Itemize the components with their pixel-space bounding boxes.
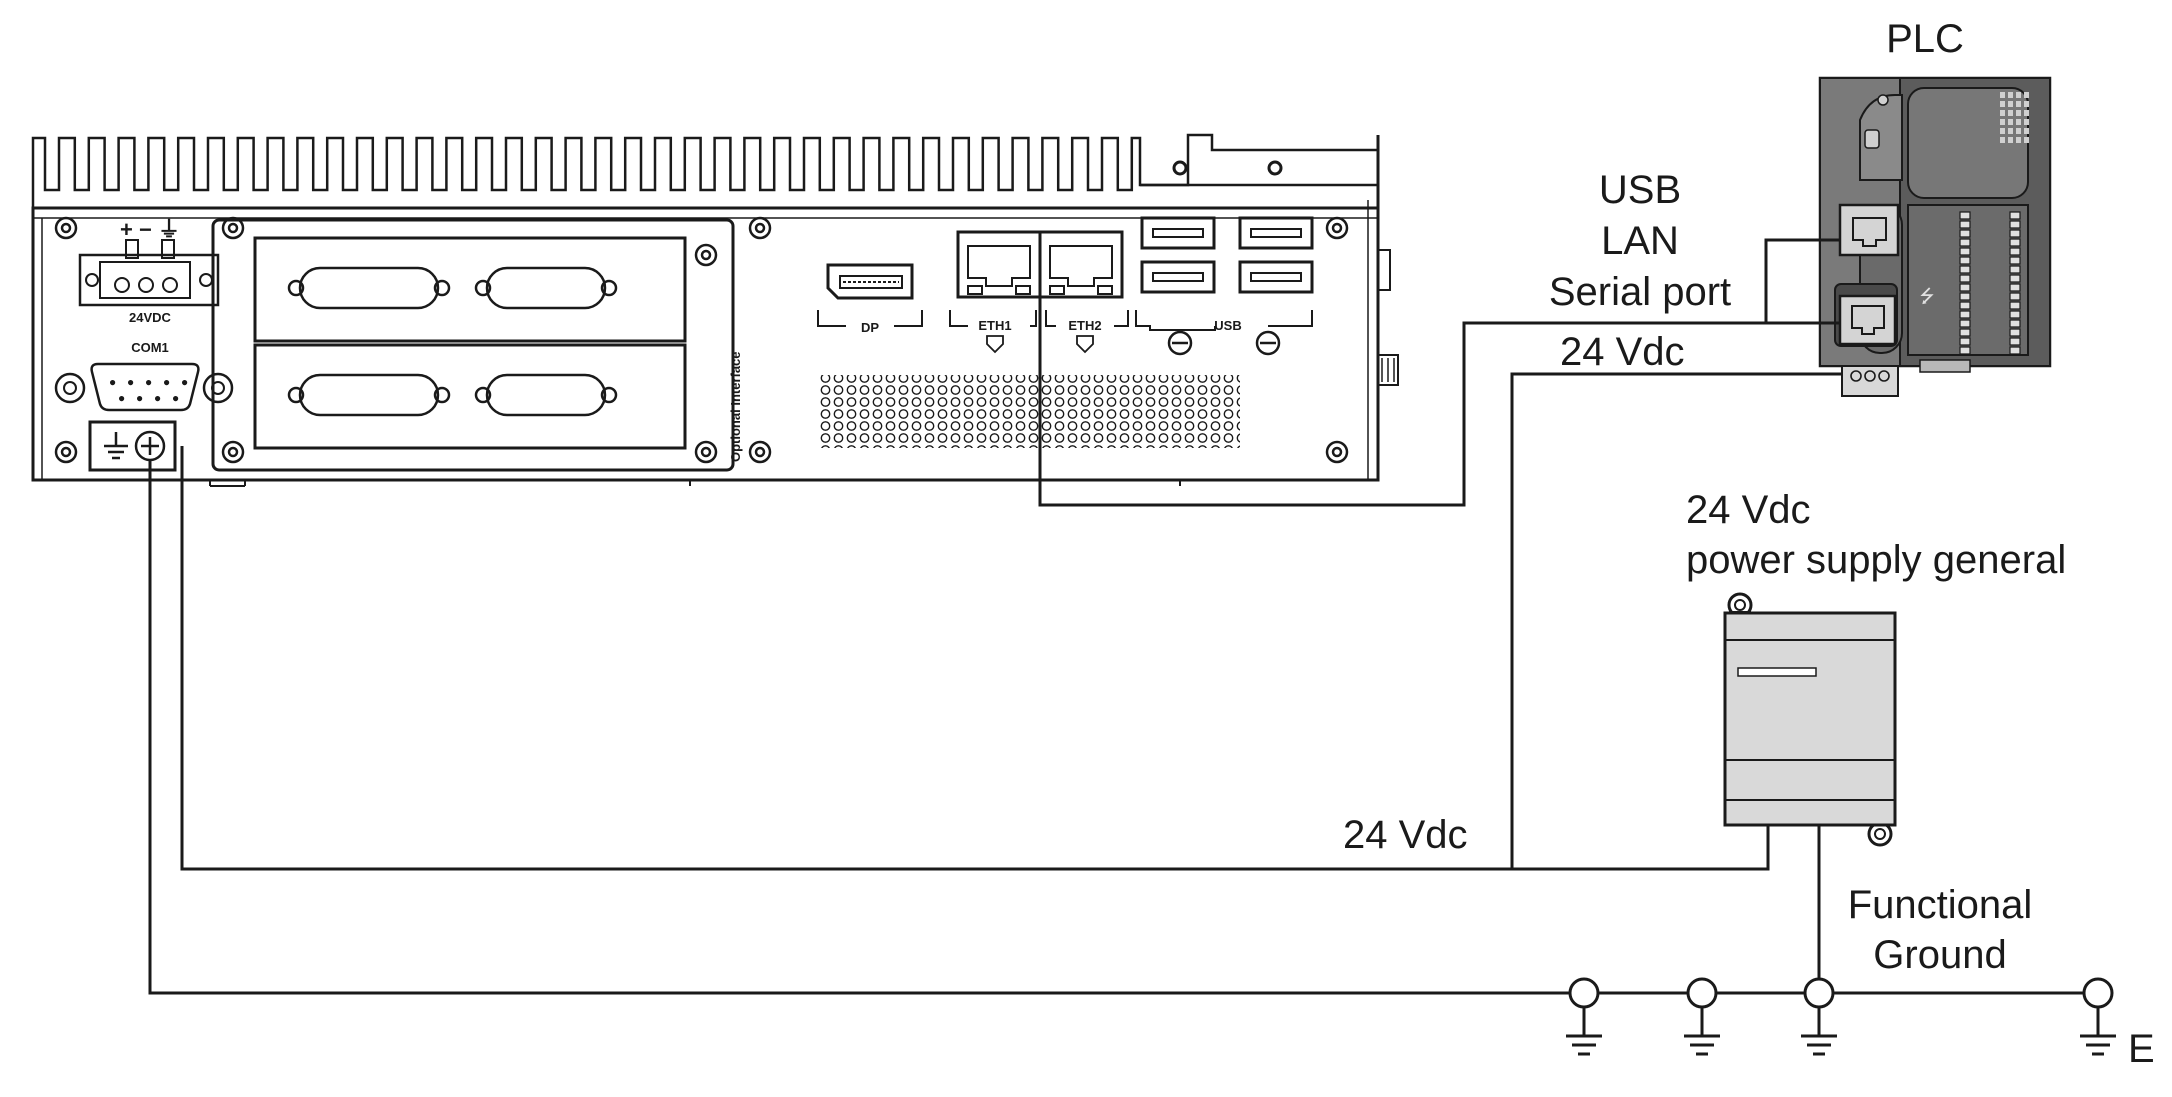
ventilation-holes: [818, 375, 1240, 448]
eth2-led-icon: [1076, 335, 1094, 354]
com1-serial-port: [54, 362, 234, 412]
eth2-label: ETH2: [1068, 318, 1101, 333]
earth-label: E: [2128, 1027, 2155, 1071]
psu-label-name: power supply general: [1686, 538, 2067, 582]
ground-terminal: [88, 420, 177, 472]
eth2-port: [1038, 230, 1124, 299]
displayport-connector: [817, 263, 923, 327]
wire-eth-to-plc: [1038, 294, 1840, 507]
functional-ground-label-2: Ground: [1873, 933, 2007, 977]
power-polarity-marks: + − ⏚: [120, 217, 180, 242]
eth1-port: [956, 230, 1042, 299]
wiring: [148, 238, 2098, 995]
connection-label-serial: Serial port: [1548, 270, 1732, 314]
power-terminal-block: [78, 239, 220, 307]
side-bracket: [1377, 249, 1391, 291]
usb-label: USB: [1214, 318, 1241, 333]
ground-symbols: [1566, 977, 2116, 1056]
plc-ethernet-port: [1838, 294, 1897, 346]
connection-label-lan: LAN: [1601, 219, 1679, 263]
com1-label: COM1: [131, 340, 169, 355]
plc-title: PLC: [1886, 17, 1964, 61]
ipc-power-label: 24 Vdc: [1343, 813, 1468, 857]
chassis-screw-top-1: [1172, 160, 1188, 176]
optional-interface-module: [211, 218, 735, 472]
wire-24vdc-to-plc: [1510, 372, 1842, 869]
heatsink-fins: [31, 133, 1378, 208]
chassis-screw-top-2: [1267, 160, 1283, 176]
chassis-body: [31, 206, 1380, 482]
plc-device: ⭍: [1818, 76, 2052, 397]
power-terminal-label: 24VDC: [129, 310, 172, 325]
dp-label: DP: [861, 320, 879, 335]
side-knob: [1377, 354, 1399, 386]
frame-screws: [54, 216, 1349, 464]
wire-serial-to-plc: [1764, 238, 1840, 323]
plc-usb-icon: ⭍: [1920, 286, 1935, 307]
eth1-led-icon: [986, 335, 1004, 354]
optional-interface-label: Optional Interface: [728, 351, 743, 462]
power-supply-unit: [1723, 592, 1897, 847]
industrial-pc: + − ⏚ 24VDC COM1: [31, 133, 1399, 487]
functional-ground-label-1: Functional: [1847, 883, 2033, 927]
connection-label-usb: USB: [1598, 168, 1682, 212]
psu-label-voltage: 24 Vdc: [1686, 488, 1811, 532]
plc-serial-port: [1838, 203, 1900, 257]
wire-functional-ground: [148, 460, 2098, 995]
plc-power-label: 24 Vdc: [1560, 330, 1685, 374]
wire-24vdc-to-ipc: [180, 446, 1770, 871]
eth1-label: ETH1: [978, 318, 1011, 333]
usb-ports: [1135, 216, 1314, 356]
